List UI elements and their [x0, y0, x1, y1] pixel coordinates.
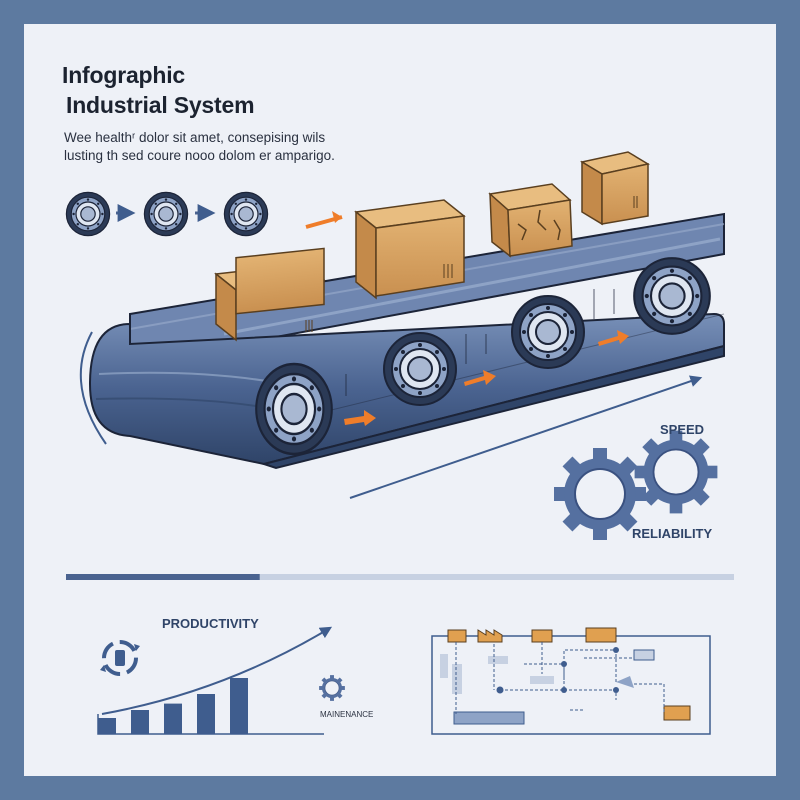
maintenance-gear-icon — [318, 674, 346, 702]
productivity-bar — [197, 694, 215, 734]
progress-divider — [66, 574, 734, 580]
bearing-icon — [223, 191, 269, 237]
system-flow-diagram — [431, 627, 711, 735]
cycle-icon — [100, 640, 140, 676]
page-title-line1: Infographic — [62, 62, 186, 88]
bearing-icon — [511, 295, 585, 369]
infographic-card: Infographic Industrial System Wee health… — [24, 24, 776, 776]
progress-fill — [66, 574, 260, 580]
productivity-bar — [164, 703, 182, 734]
cardboard-box-icon — [579, 151, 651, 226]
illustration — [65, 151, 734, 735]
reliability-label: RELIABILITY — [632, 526, 713, 541]
bearing-icon — [143, 191, 189, 237]
productivity-bar-chart — [98, 678, 248, 734]
factory-icon — [477, 629, 503, 643]
bearing-icon — [65, 191, 111, 237]
speed-label: SPEED — [660, 422, 705, 437]
cardboard-box-icon — [354, 199, 466, 300]
bearing-icon — [254, 362, 334, 456]
maintenance-label: MAINENANCE — [320, 710, 374, 719]
productivity-bar — [230, 678, 248, 734]
page-title-line2: Industrial System — [66, 92, 255, 118]
bearing-icon — [633, 257, 711, 335]
subtitle-line2: lusting th sed coure nooo dolom er ampar… — [64, 148, 335, 163]
productivity-bar — [98, 718, 116, 734]
productivity-bar — [131, 710, 149, 734]
cardboard-box-icon — [214, 247, 326, 342]
gear-icon — [633, 429, 719, 515]
productivity-label: PRODUCTIVITY — [162, 616, 259, 631]
flow-arrow-icon — [332, 211, 342, 223]
flow-arrow-icon — [344, 330, 629, 426]
bearing-icon — [383, 332, 457, 406]
cardboard-box-icon — [488, 183, 573, 258]
bearing-sequence — [65, 191, 269, 237]
subtitle-line1: Wee healthʳ dolor sit amet, consepising … — [64, 130, 326, 145]
